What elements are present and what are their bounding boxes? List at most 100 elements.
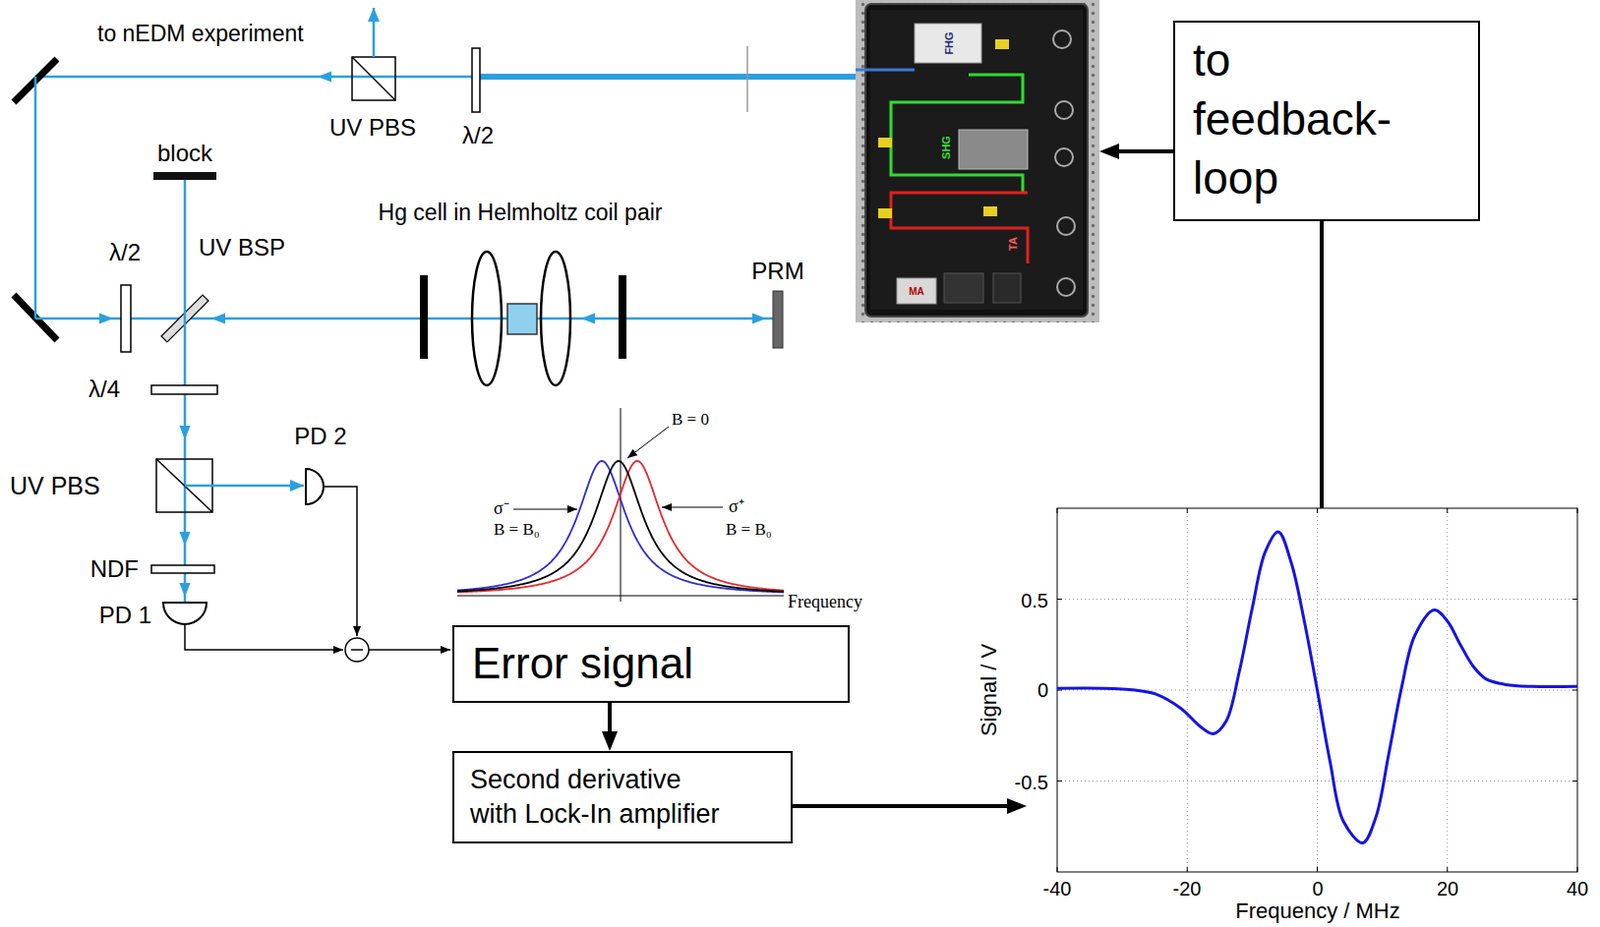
grid-line [1057, 780, 1578, 782]
label-anchor: -0.5 [1014, 771, 1049, 795]
tick-mark [1057, 780, 1063, 782]
component-label: UV PBS [329, 114, 416, 142]
label-anchor: Frequency [787, 592, 863, 613]
tick-mark [1186, 867, 1188, 873]
label-anchor: UV PBS [9, 472, 101, 501]
label-anchor: PD 1 [99, 601, 152, 630]
label-anchor: to nEDM experiment [97, 20, 304, 47]
component-label: to nEDM experiment [97, 20, 304, 47]
signal-plot: Signal / VFrequency / MHz [1026, 508, 1578, 922]
feedback-box: to feedback-loop [1173, 20, 1481, 222]
component-label: PD 2 [294, 422, 347, 451]
label-anchor: -20 [1173, 878, 1202, 901]
laser-beam [372, 7, 376, 58]
helmholtz-coil [540, 251, 571, 386]
plot-ground [1057, 508, 1578, 873]
photodiode [163, 602, 207, 625]
tick-label: 0 [1037, 679, 1049, 703]
label-anchor: PD 2 [294, 422, 347, 451]
beam-arrow [178, 425, 190, 440]
laser-system-photo: FHG SHG TA MA [855, 0, 1100, 323]
label-anchor: UV BSP [198, 234, 286, 262]
label-anchor: block [157, 139, 213, 168]
label-anchor: B = B₀ [725, 520, 772, 540]
signal-wire [368, 649, 451, 652]
quarter-wave-plate [151, 385, 218, 395]
component-label: Hg cell in Helmholtz coil pair [378, 199, 663, 226]
annotation-arrow [627, 426, 669, 459]
master-laser-module [896, 278, 937, 304]
laser-beam [34, 76, 38, 319]
beam-arrow [581, 312, 595, 324]
curve-annotation: σ⁻ [493, 498, 510, 520]
fiber-coil [1057, 278, 1075, 297]
fhg-module [914, 23, 982, 63]
curve-annotation: B = 0 [671, 410, 710, 430]
laser-beam [35, 75, 476, 79]
label-anchor: λ/2 [109, 238, 141, 267]
housing-floor [870, 9, 1083, 310]
beam-arrow [178, 583, 190, 597]
label-anchor: NDF [90, 555, 139, 584]
beam-arrow [752, 312, 767, 324]
label-anchor: PRM [751, 257, 804, 286]
tick-mark [1572, 598, 1578, 600]
label-anchor: λ/4 [88, 375, 120, 404]
electronics-block [944, 273, 984, 303]
tick-label: 0 [1311, 878, 1323, 901]
beam-arrow [211, 312, 226, 324]
label-anchor: 40 [1566, 878, 1589, 901]
photodiode [305, 469, 324, 505]
internal-beam [855, 68, 915, 72]
tick-mark [1446, 867, 1448, 873]
optic-mount [995, 39, 1009, 50]
fiber-coil [1057, 217, 1075, 236]
connector [607, 703, 612, 732]
plot-frame [1057, 508, 1578, 873]
subtractor-symbol [345, 638, 369, 662]
connector [792, 804, 1008, 809]
tick-label: 0.5 [1020, 590, 1049, 613]
curve-annotation: B = B₀ [725, 520, 772, 540]
component-label: UV PBS [9, 472, 101, 501]
beam-splitter-cube [352, 57, 396, 101]
laser-beam-thick [479, 73, 859, 80]
iris [419, 275, 428, 359]
red-beam-path [890, 192, 1028, 264]
box-text: Error signal [472, 638, 830, 691]
neutral-density-filter [151, 565, 215, 574]
curve-annotation: σ⁺ [728, 496, 745, 518]
signal-wire [323, 486, 357, 637]
module-label: TA [1007, 237, 1019, 251]
splitter-diagonal [352, 57, 396, 101]
axis-title: Signal / V [976, 644, 1003, 737]
axis-title: Frequency / MHz [1235, 898, 1401, 925]
iris [618, 275, 627, 359]
label-anchor: 0 [1037, 679, 1049, 703]
half-wave-plate [120, 285, 131, 353]
component-label: NDF [90, 555, 139, 584]
text-anchor: MA [908, 286, 925, 297]
laser-beam [184, 484, 304, 488]
electronics-block [993, 273, 1021, 303]
helmholtz-coil [472, 251, 502, 386]
resonance-curve [457, 461, 784, 593]
fiber-coil [1055, 148, 1073, 167]
optic-mount [878, 137, 892, 148]
label-anchor: 0 [1311, 878, 1323, 901]
tick-label: -40 [1043, 878, 1072, 901]
tick-mark [1057, 598, 1063, 600]
annotation-arrow [513, 509, 578, 511]
beam-block [153, 172, 217, 180]
label-anchor: λ/2 [462, 121, 494, 150]
tick-mark [1572, 780, 1578, 782]
laser-beam [35, 317, 775, 321]
module-label: FHG [943, 31, 955, 55]
tick-mark [1186, 508, 1188, 514]
module-label: SHG [940, 135, 952, 160]
laser-housing [865, 3, 1088, 317]
beam-arrow [99, 312, 114, 324]
optical-table [855, 0, 1100, 323]
component-label: PRM [751, 257, 804, 286]
